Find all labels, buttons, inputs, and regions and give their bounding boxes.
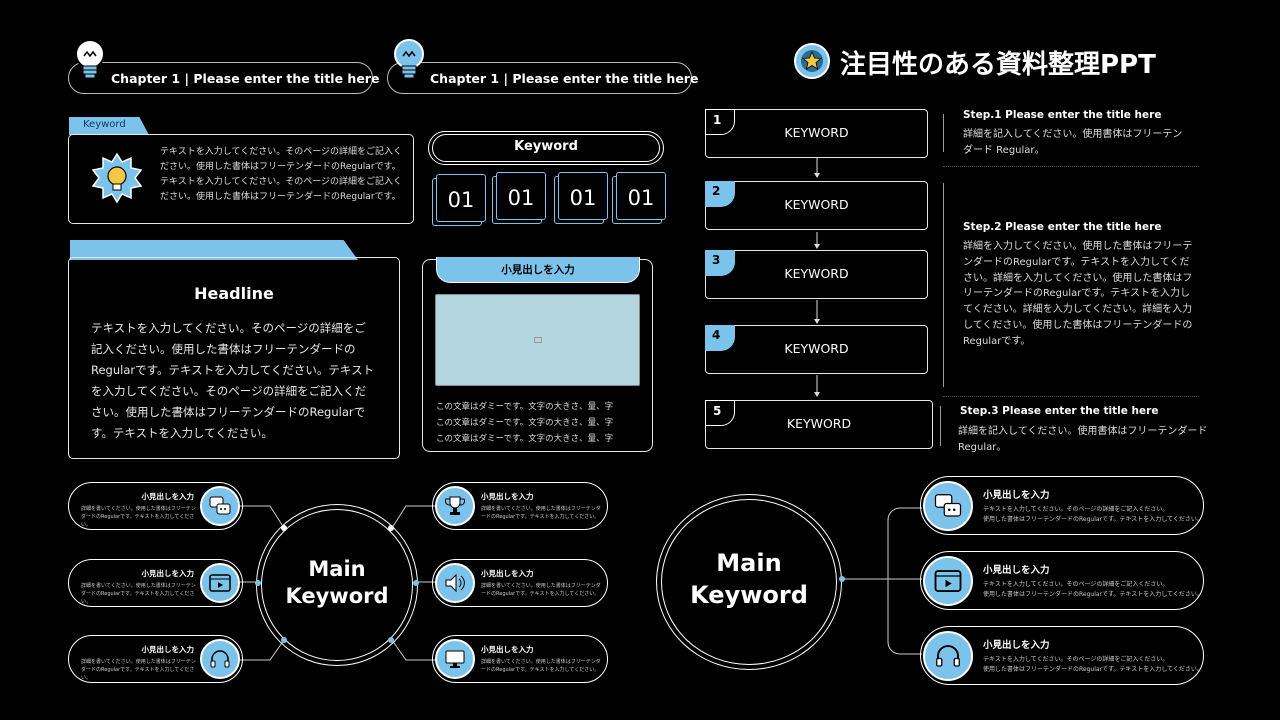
mindmap-left-item-4: 小見出しを入力 詳細を書いてください。使用した書体はフリーテンダードのRegul… [432, 482, 608, 530]
chapter-title-pill: Chapter 1 | Please enter the title here [68, 62, 379, 94]
number-box-1: 01 [432, 174, 486, 226]
chapter-title-2: Chapter 1 | Please enter the title here [430, 71, 699, 86]
node-dot [413, 580, 419, 586]
step-divider-1 [943, 166, 1199, 167]
number-box-3: 01 [554, 172, 608, 224]
step-box-5: 5 KEYWORD [705, 400, 933, 449]
node-dot [255, 580, 261, 586]
step-box-3: 3 KEYWORD [705, 250, 928, 299]
step-note-2-text: 詳細を入力してください。使用した書体はフリーテンダードのRegularです。テキ… [963, 241, 1193, 347]
node-dot [388, 637, 394, 643]
step-box-4: 4 KEYWORD [705, 325, 928, 374]
node-dot [839, 576, 845, 582]
lightbulb-blue-icon [394, 39, 424, 79]
image-placeholder [435, 294, 640, 386]
keyword-pill: Keyword [428, 131, 664, 165]
step-badge-2: 2 [705, 181, 735, 207]
node-dot [281, 637, 287, 643]
lightbulb-idea-icon [91, 152, 143, 204]
step-badge-3: 3 [705, 250, 735, 276]
headline-title: Headline [194, 284, 274, 303]
headline-card: Headline テキストを入力してください。そのページの詳細をご記入ください。… [68, 257, 400, 459]
video-icon [200, 563, 240, 603]
mindmap-right-item-2: 小見出しを入力 テキストを入力してください。そのページの詳細をご記入ください。 … [920, 551, 1204, 610]
headphones-icon [200, 639, 240, 679]
image-card-line-2: この文章はダミーです。文字の大きさ、量、字 [436, 418, 614, 428]
video-icon [923, 556, 973, 606]
step-note-bar-3 [940, 406, 941, 446]
keyword-pill-label: Keyword [514, 139, 578, 154]
image-card-line-1: この文章はダミーです。文字の大きさ、量、字 [436, 402, 614, 412]
step-connector-lines [814, 158, 820, 397]
image-card-header: 小見出しを入力 [436, 257, 640, 283]
node-dot [281, 525, 287, 531]
step-box-1: 1 KEYWORD [705, 109, 928, 158]
mindmap-right-connectors [840, 507, 922, 655]
mindmap-right-item-1: 小見出しを入力 テキストを入力してください。そのページの詳細をご記入ください。 … [920, 476, 1204, 535]
number-box-2: 01 [492, 172, 546, 224]
step-badge-4: 4 [705, 325, 735, 351]
step-badge-5: 5 [705, 400, 735, 426]
chapter-title: Chapter 1 | Please enter the title here [111, 71, 380, 86]
star-badge-icon [794, 43, 830, 79]
image-card: 小見出しを入力 この文章はダミーです。文字の大きさ、量、字 この文章はダミーです… [422, 257, 653, 452]
lightbulb-icon [75, 39, 105, 79]
step-box-2: 2 KEYWORD [705, 181, 928, 230]
page-title: 注目性のある資料整理PPT [840, 50, 1156, 80]
step-note-3-text: 詳細を記入してください。使用書体はフリーテンダード Regular。 [958, 426, 1208, 453]
keyword-card: テキストを入力してください。そのページの詳細をご記入ください。使用した書体はフリ… [68, 134, 414, 224]
image-card-line-3: この文章はダミーです。文字の大きさ、量、字 [436, 434, 614, 444]
number-box-4: 01 [612, 172, 666, 224]
monitor-icon [435, 639, 475, 679]
keyword-tab: Keyword [69, 117, 149, 135]
node-dot [388, 525, 394, 531]
chat-icon [923, 481, 973, 531]
step-note-bar-2 [943, 183, 944, 387]
keyword-card-text: テキストを入力してください。そのページの詳細をご記入ください。使用した書体はフリ… [160, 147, 403, 202]
mindmap-right-item-3: 小見出しを入力 テキストを入力してください。そのページの詳細をご記入ください。 … [920, 626, 1204, 685]
chapter-title-pill-2: Chapter 1 | Please enter the title here [387, 62, 698, 94]
step-note-1-title: Step.1 Please enter the title here [963, 109, 1162, 121]
trophy-icon [435, 486, 475, 526]
step-note-bar-1 [943, 114, 944, 152]
mindmap-left-item-1: 小見出しを入力 詳細を書いてください。使用した書体はフリーテンダードのRegul… [68, 482, 243, 530]
speaker-icon [435, 563, 475, 603]
headphones-icon [923, 631, 973, 681]
mindmap-left-item-5: 小見出しを入力 詳細を書いてください。使用した書体はフリーテンダードのRegul… [432, 559, 608, 607]
step-note-3-title: Step.3 Please enter the title here [960, 405, 1159, 417]
image-icon [534, 337, 542, 343]
step-badge-1: 1 [705, 109, 735, 135]
mindmap-left-item-2: 小見出しを入力 詳細を書いてください。使用した書体はフリーテンダードのRegul… [68, 559, 243, 607]
mindmap-left-item-3: 小見出しを入力 詳細を書いてください。使用した書体はフリーテンダードのRegul… [68, 635, 243, 683]
mindmap-left-item-6: 小見出しを入力 詳細を書いてください。使用した書体はフリーテンダードのRegul… [432, 635, 608, 683]
headline-tab [70, 240, 358, 260]
mindmap-right-center: Main Keyword [656, 494, 842, 670]
chat-icon [200, 486, 240, 526]
step-note-2-title: Step.2 Please enter the title here [963, 221, 1162, 233]
step-note-1-text: 詳細を記入してください。使用書体はフリーテンダード Regular。 [963, 129, 1183, 156]
headline-text: テキストを入力してください。そのページの詳細をご記入ください。使用した書体はフリ… [91, 321, 375, 440]
mindmap-left-connectors [240, 505, 436, 661]
step-divider-2 [943, 396, 1199, 397]
